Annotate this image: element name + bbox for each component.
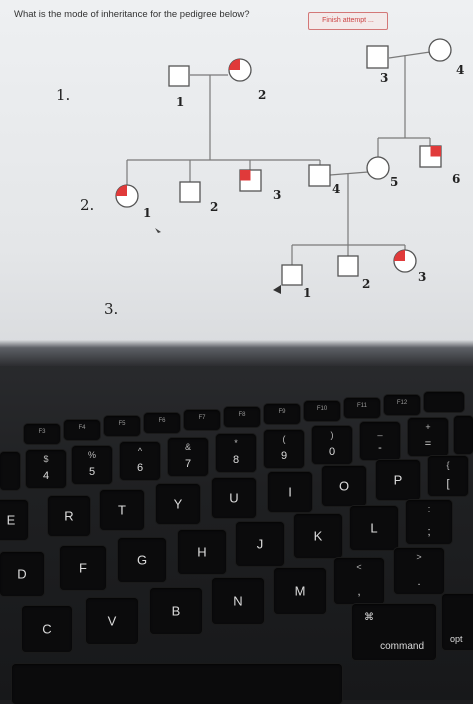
key-r[interactable]: R [48, 496, 90, 536]
key-u[interactable]: U [212, 478, 256, 518]
key-n[interactable]: N [212, 578, 264, 624]
key-h[interactable]: H [178, 530, 226, 574]
individual-number: 1 [176, 95, 184, 109]
key-d[interactable]: D [0, 552, 44, 596]
command-icon: ⌘ [364, 612, 374, 623]
individual-number: 2 [258, 88, 266, 102]
key-comma[interactable]: <, [334, 558, 384, 604]
gen2-male-3 [239, 169, 262, 192]
key-y[interactable]: Y [156, 484, 200, 524]
key-b[interactable]: B [150, 588, 202, 634]
key-partial[interactable] [454, 416, 473, 454]
fn-key[interactable]: F8 [224, 407, 260, 427]
laptop-screen: What is the mode of inheritance for the … [0, 0, 473, 355]
fn-key[interactable]: F4 [64, 420, 100, 440]
key-e[interactable]: E [0, 500, 28, 540]
gen3-male-1 [281, 264, 303, 286]
key-partial[interactable] [0, 452, 20, 490]
key-8[interactable]: *8 [216, 434, 256, 472]
gen2-female-5 [366, 156, 390, 180]
fn-key[interactable]: F9 [264, 404, 300, 424]
pedigree-chart: 1. 2. 3. 1 2 3 4 1 2 3 4 5 6 1 2 3 [56, 38, 464, 318]
fn-key[interactable] [424, 392, 464, 412]
key-c[interactable]: C [22, 606, 72, 652]
finish-attempt-button[interactable]: Finish attempt ... [308, 12, 388, 30]
individual-number: 3 [273, 188, 281, 202]
gen1-female-2 [228, 58, 252, 82]
gen1-male-1 [168, 65, 190, 87]
key-k[interactable]: K [294, 514, 342, 558]
fn-key[interactable]: F6 [144, 413, 180, 433]
key-i[interactable]: I [268, 472, 312, 512]
question-text: What is the mode of inheritance for the … [14, 9, 250, 20]
gen3-male-2 [337, 255, 359, 277]
fn-key[interactable]: F3 [24, 424, 60, 444]
gen3-female-3 [393, 249, 417, 273]
key-f[interactable]: F [60, 546, 106, 590]
fn-key[interactable]: F12 [384, 395, 420, 415]
key-7[interactable]: &7 [168, 438, 208, 476]
key-4[interactable]: $4 [26, 450, 66, 488]
individual-number: 2 [362, 277, 370, 291]
gen2-male-2 [179, 181, 201, 203]
command-label: command [380, 641, 424, 652]
key-v[interactable]: V [86, 598, 138, 644]
key-l[interactable]: L [350, 506, 398, 550]
key-period[interactable]: >. [394, 548, 444, 594]
generation-label-3: 3. [104, 300, 118, 318]
individual-number: 3 [418, 270, 426, 284]
gen1-female-4 [428, 38, 452, 62]
key-g[interactable]: G [118, 538, 166, 582]
fn-key[interactable]: F7 [184, 410, 220, 430]
key-m[interactable]: M [274, 568, 326, 614]
mouse-cursor-icon [155, 228, 161, 233]
individual-number: 4 [456, 63, 464, 77]
command-key[interactable]: ⌘ command [352, 604, 436, 660]
individual-number: 1 [143, 206, 151, 220]
key-minus[interactable]: _- [360, 422, 400, 460]
individual-number: 2 [210, 200, 218, 214]
generation-label-2: 2. [80, 196, 94, 214]
gen2-female-1 [115, 184, 139, 208]
mouse-cursor-icon [273, 285, 281, 294]
key-9[interactable]: (9 [264, 430, 304, 468]
key-equals[interactable]: += [408, 418, 448, 456]
fn-key[interactable]: F11 [344, 398, 380, 418]
gen2-male-4 [308, 164, 331, 187]
key-t[interactable]: T [100, 490, 144, 530]
fn-key[interactable]: F10 [304, 401, 340, 421]
key-j[interactable]: J [236, 522, 284, 566]
fn-key[interactable]: F5 [104, 416, 140, 436]
generation-label-1: 1. [56, 86, 70, 104]
gen1-male-3 [366, 45, 389, 69]
key-5[interactable]: %5 [72, 446, 112, 484]
key-0[interactable]: )0 [312, 426, 352, 464]
gen2-male-6 [419, 145, 442, 168]
key-bracket[interactable]: {[ [428, 456, 468, 496]
space-bar[interactable] [12, 664, 342, 704]
option-key[interactable]: opt [442, 594, 473, 650]
key-semicolon[interactable]: :; [406, 500, 452, 544]
key-o[interactable]: O [322, 466, 366, 506]
individual-number: 5 [390, 175, 398, 189]
screen-bezel [0, 340, 473, 366]
individual-number: 3 [380, 71, 388, 85]
individual-number: 4 [332, 182, 340, 196]
individual-number: 6 [452, 172, 460, 186]
key-p[interactable]: P [376, 460, 420, 500]
key-6[interactable]: ^6 [120, 442, 160, 480]
individual-number: 1 [303, 286, 311, 300]
